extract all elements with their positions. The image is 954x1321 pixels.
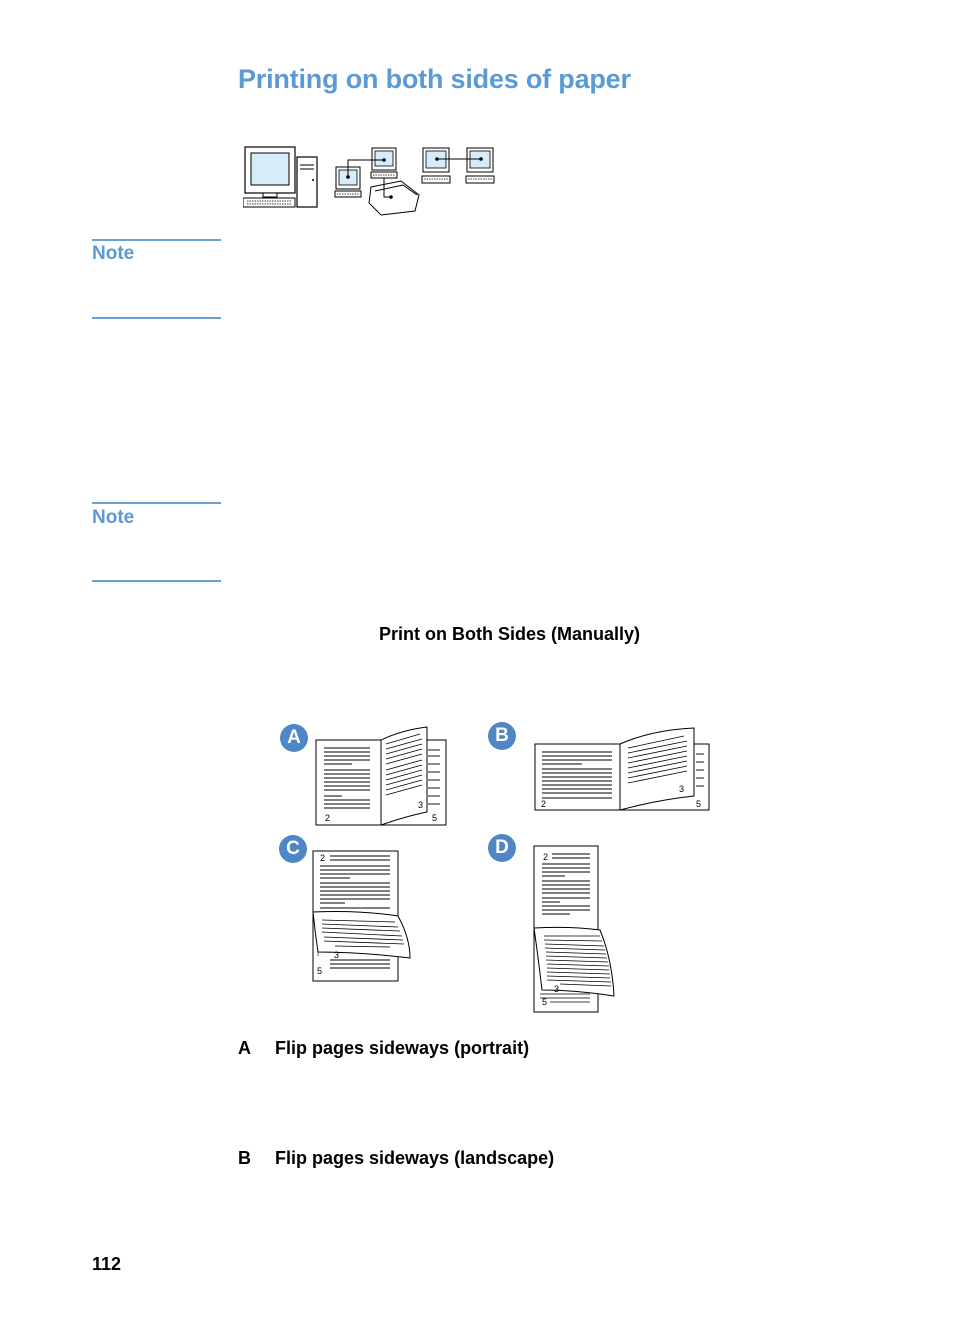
- badge-a: A: [280, 724, 308, 752]
- illustration-portrait-flip-up: 2 3 5: [312, 850, 411, 982]
- desktop-computer-icon: [243, 146, 318, 208]
- page-label-right: 3: [554, 984, 559, 994]
- badge-d: D: [488, 834, 516, 862]
- page-label-back: 5: [542, 997, 547, 1007]
- page-title: Printing on both sides of paper: [238, 64, 631, 94]
- page-label-right: 3: [679, 784, 684, 794]
- illustration-landscape-sideways: 2 3 5: [534, 727, 710, 811]
- note-bottom-rule: [92, 317, 221, 319]
- page-label-back: 5: [432, 813, 437, 823]
- note-top-rule: [92, 239, 221, 241]
- page-label-back: 5: [696, 799, 701, 809]
- networked-computers-icon: [421, 147, 495, 184]
- page-label-left: 2: [320, 853, 325, 863]
- note-top-rule: [92, 502, 221, 504]
- badge-c: C: [279, 835, 307, 863]
- page-label-left: 2: [543, 852, 548, 862]
- note-bottom-rule: [92, 580, 221, 582]
- page-number: 112: [92, 1254, 122, 1274]
- page-label-right: 3: [334, 950, 339, 960]
- list-item-label: Flip pages sideways (landscape): [275, 1148, 555, 1168]
- connection-types-icon: [243, 146, 495, 216]
- page-label-left: 2: [325, 813, 330, 823]
- note-label: Note: [92, 507, 135, 528]
- badge-b: B: [488, 722, 516, 750]
- page-label-right: 3: [418, 800, 423, 810]
- figure-caption: Print on Both Sides (Manually): [379, 624, 641, 644]
- illustration-landscape-flip-up: 2 3 5: [533, 845, 615, 1013]
- list-item-letter: B: [238, 1148, 251, 1168]
- shared-printer-icon: [334, 147, 420, 216]
- note-label: Note: [92, 243, 135, 264]
- page-label-back: 5: [317, 966, 322, 976]
- page-label-left: 2: [541, 799, 546, 809]
- illustration-portrait-sideways: 2 3 5: [315, 726, 447, 826]
- list-item-label: Flip pages sideways (portrait): [275, 1038, 530, 1058]
- list-item-letter: A: [238, 1038, 251, 1058]
